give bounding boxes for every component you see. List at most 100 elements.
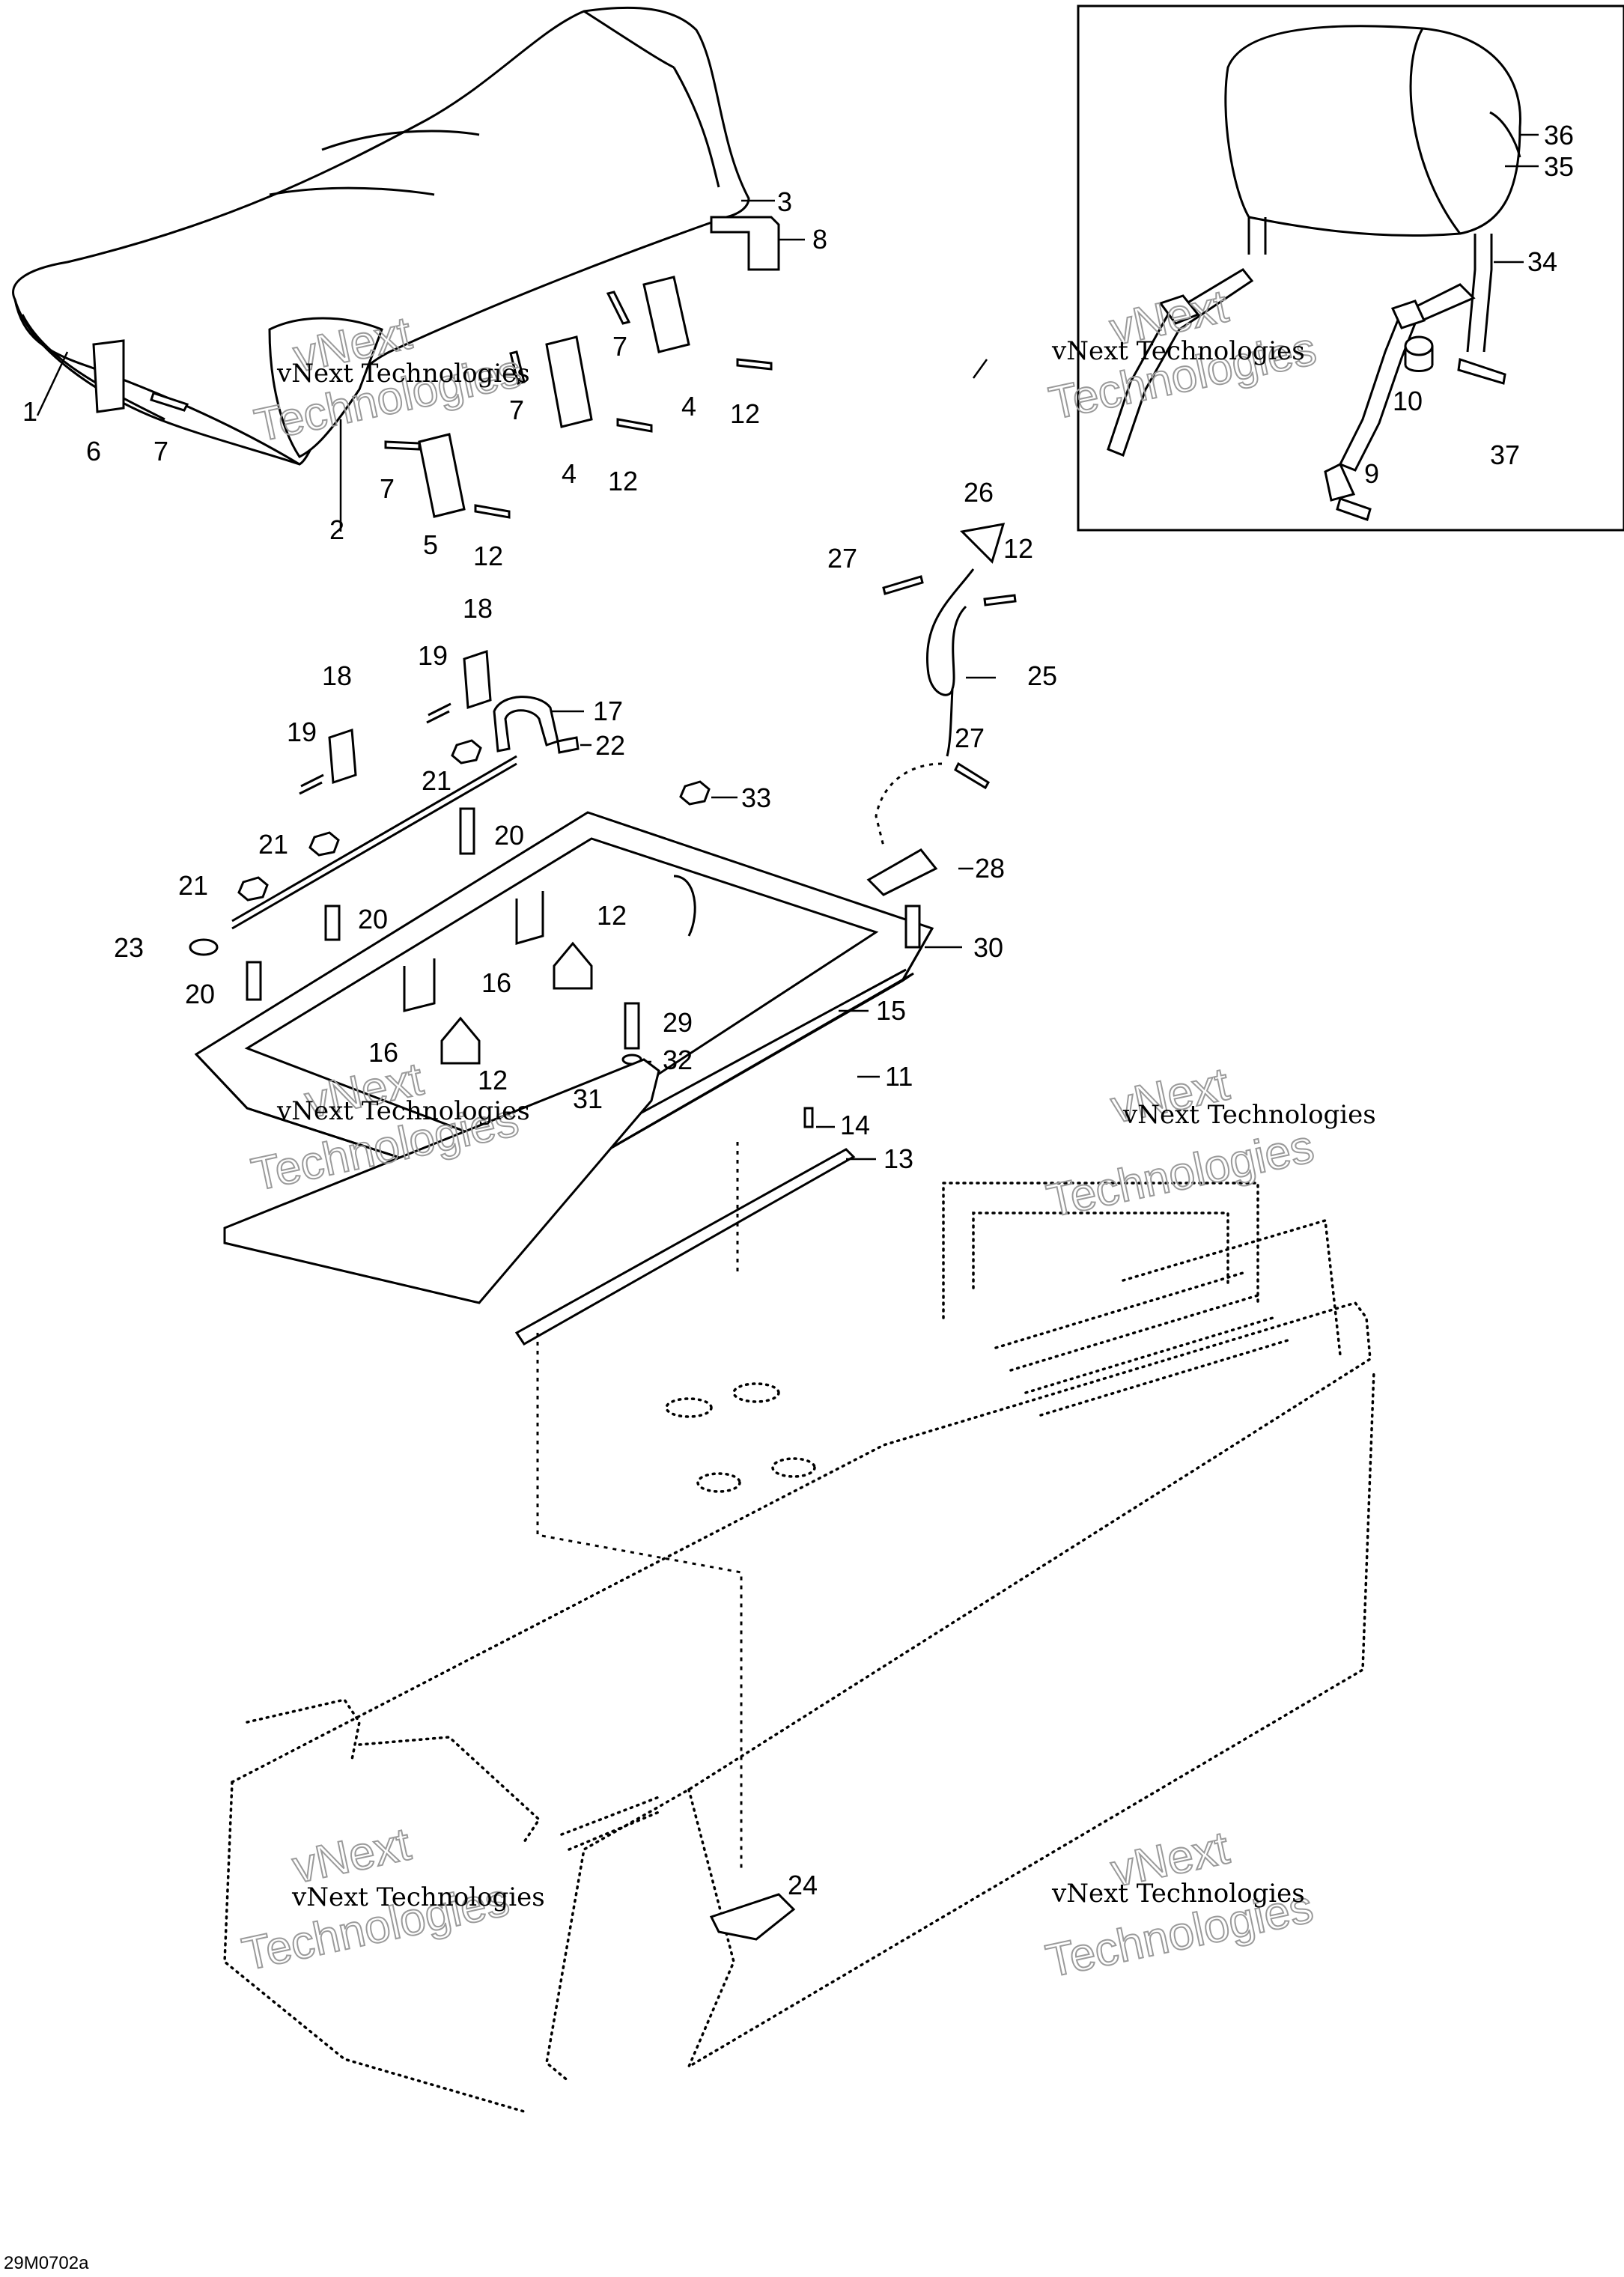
tunnel-front — [223, 1781, 526, 2113]
hinge-part-5 — [418, 433, 466, 518]
latch-part-18-left — [328, 728, 357, 785]
callout-24: 24 — [788, 1870, 818, 1900]
callout-8: 8 — [812, 224, 827, 255]
seat-assembly — [12, 6, 780, 519]
nut-part-21-a — [308, 831, 340, 857]
callout-22: 22 — [595, 730, 625, 761]
callout-9: 9 — [1364, 458, 1379, 489]
leader-26 — [972, 359, 988, 379]
callout-27-b: 27 — [955, 723, 985, 753]
rivet-part-12-c — [474, 504, 511, 519]
seat-patch — [268, 317, 383, 458]
strap-part-8 — [710, 216, 780, 271]
watermark-caption-e: vNext Technologies — [291, 1882, 545, 1912]
callout-labels: 1 2 3 4 4 5 6 7 7 7 7 8 9 10 11 12 12 12… — [22, 120, 1574, 1900]
inset-frame — [1077, 4, 1624, 532]
backrest-tube-right — [1338, 283, 1476, 472]
latch-rod — [231, 755, 517, 930]
backrest-tube-left — [1107, 268, 1254, 457]
callout-5: 5 — [423, 529, 438, 560]
leader-lines — [36, 133, 1539, 1161]
callout-32: 32 — [663, 1045, 693, 1075]
callout-20-a: 20 — [494, 820, 524, 851]
tube-grip-left — [1158, 294, 1200, 325]
callout-36: 36 — [1544, 120, 1574, 151]
spacer-body — [1404, 346, 1434, 372]
callout-4-a: 4 — [562, 458, 577, 489]
plate-part-26 — [959, 523, 1006, 564]
callout-31: 31 — [573, 1083, 603, 1114]
plate-part-28 — [866, 848, 938, 896]
bracket-part-6 — [92, 339, 125, 413]
bolt-part-30 — [904, 905, 921, 949]
callout-6: 6 — [86, 436, 101, 466]
leader-1 — [36, 351, 69, 416]
hinge-part-4-left — [545, 335, 593, 428]
callout-12-c: 12 — [473, 541, 503, 571]
bracket-part-24 — [709, 1893, 796, 1941]
watermark-caption-d: vNext Technologies — [1122, 1100, 1376, 1130]
watermarks: vNext Technologies vNext Technologies vN… — [237, 279, 1376, 1988]
watermark-caption-f: vNext Technologies — [1051, 1879, 1305, 1909]
rack-side — [1122, 1218, 1342, 1357]
spring-part-19-left — [299, 773, 324, 795]
callout-7-d: 7 — [612, 331, 627, 362]
watermark-line2-d: Technologies — [1042, 1121, 1318, 1228]
rivet-part-12-b — [616, 418, 653, 433]
front-bracket — [246, 1698, 361, 1761]
tunnel-outline — [231, 1301, 1372, 2083]
callout-12-d: 12 — [1003, 533, 1033, 564]
backrest-pad-seam — [1409, 28, 1462, 234]
callout-3: 3 — [777, 186, 792, 217]
seat-seam-rear — [583, 10, 720, 188]
callout-16-b: 16 — [368, 1037, 398, 1068]
rail-part-13 — [514, 1148, 856, 1346]
hole-b — [732, 1382, 780, 1403]
backrest-inset — [1077, 4, 1624, 532]
hole-d — [696, 1472, 741, 1493]
callout-34: 34 — [1527, 246, 1557, 277]
callout-21-c: 21 — [178, 870, 208, 901]
callout-27-a: 27 — [827, 543, 857, 574]
cable-tail — [946, 688, 954, 757]
callout-19-b: 19 — [418, 640, 448, 671]
cable-part-25 — [926, 568, 975, 696]
latch-assembly — [189, 649, 580, 1001]
tray-opening — [244, 837, 879, 1158]
watermark-caption-c: vNext Technologies — [276, 1096, 530, 1126]
bolt-part-20-a — [459, 807, 475, 855]
rivet-part-12-a — [736, 358, 773, 371]
tube-bracket — [1324, 462, 1356, 502]
callout-20-b: 20 — [358, 904, 388, 934]
alignment-guide — [536, 1333, 743, 1872]
callout-30: 30 — [973, 932, 1003, 963]
backrest-pad — [1224, 25, 1521, 237]
tube-grip-right — [1390, 300, 1426, 329]
rivet-part-27-a — [882, 575, 924, 595]
backrest-pad-edge — [1489, 111, 1521, 158]
hinge-part-4-right — [642, 276, 690, 353]
callout-12-e: 12 — [597, 900, 627, 931]
front-slot — [560, 1796, 660, 1851]
callout-18-a: 18 — [322, 660, 352, 691]
tether-assembly — [875, 523, 1017, 847]
hole-c — [771, 1457, 816, 1478]
washer-part-23 — [189, 938, 219, 956]
callout-2: 2 — [329, 514, 344, 545]
hole-a — [665, 1397, 713, 1418]
spring-part-19-right — [426, 702, 451, 724]
seat-pan-rim — [21, 314, 165, 421]
diagram-code: 29M0702a — [4, 2253, 89, 2273]
callout-7-a: 7 — [153, 436, 168, 466]
callout-23: 23 — [114, 932, 144, 963]
callout-35: 35 — [1544, 151, 1574, 182]
callout-10: 10 — [1393, 386, 1423, 416]
rivet-part-7-b — [384, 440, 421, 451]
callout-12-f: 12 — [478, 1065, 508, 1095]
nut-part-33 — [679, 780, 711, 806]
latch-part-18-right — [463, 649, 492, 710]
callout-33: 33 — [741, 782, 771, 813]
callout-12-a: 12 — [730, 398, 760, 429]
bolt-part-37 — [1457, 358, 1506, 385]
